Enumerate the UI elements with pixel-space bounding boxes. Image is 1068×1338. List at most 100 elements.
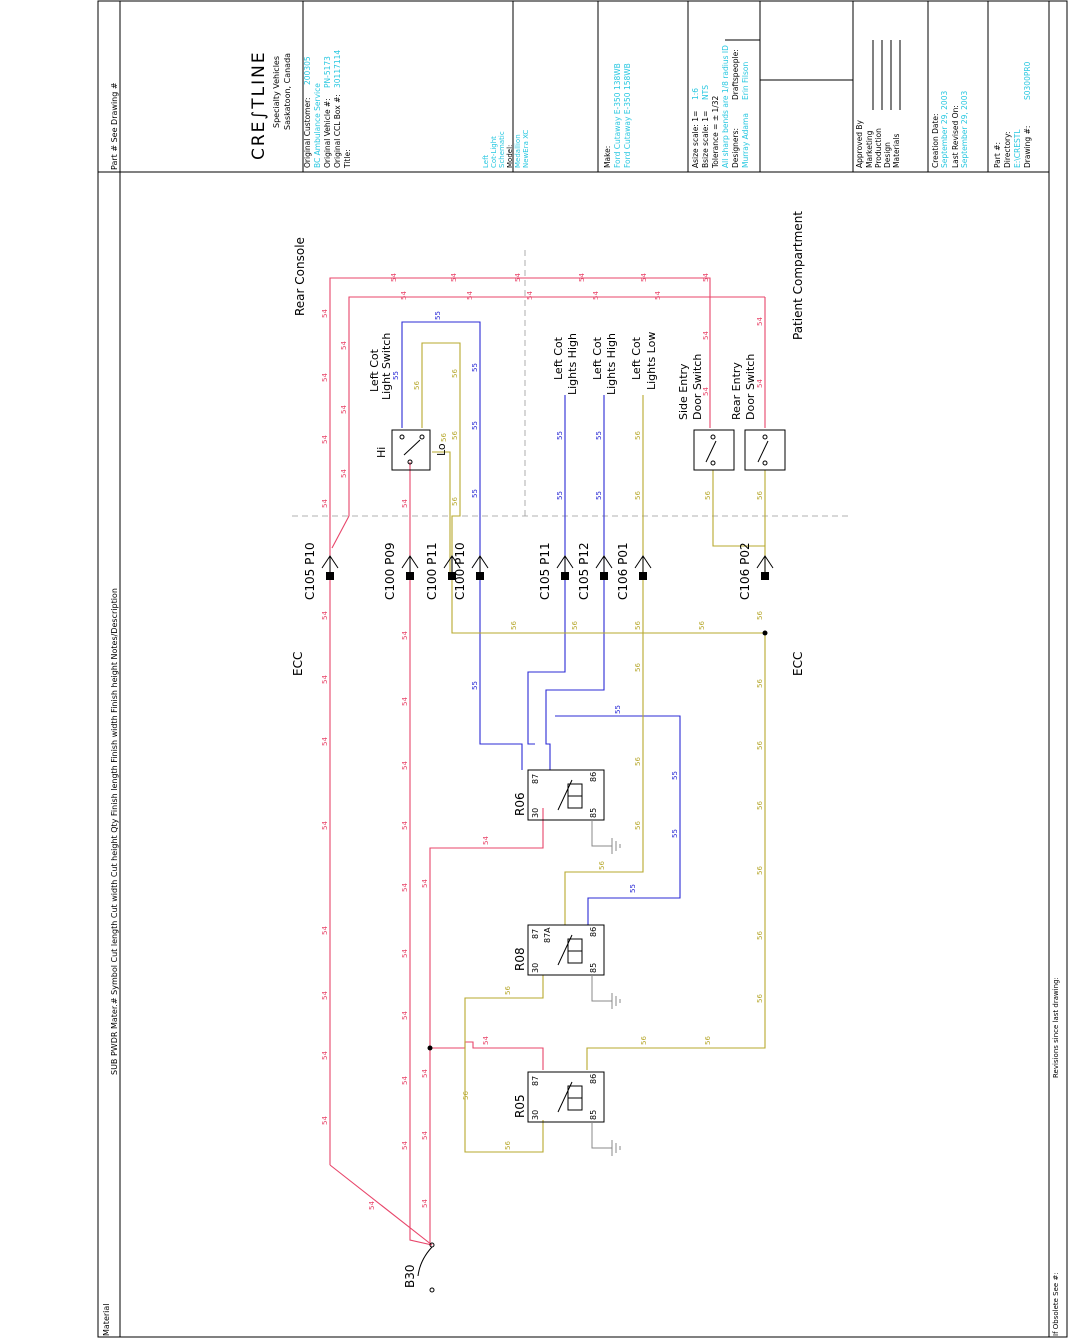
connector: C106 P02 <box>738 542 774 600</box>
switch-hi-label: Hi <box>375 447 388 458</box>
wire-number: 55 <box>471 681 479 690</box>
draftspeople-value: Erin Filson <box>741 62 750 100</box>
wire-number: 54 <box>340 469 348 478</box>
relay-pin-label: 86 <box>589 927 598 937</box>
creation-date-value: September 29, 2003 <box>940 91 949 168</box>
wire-number: 54 <box>321 373 329 382</box>
make-label: Make: <box>603 146 612 168</box>
wire-number: 56 <box>756 679 764 688</box>
wire-number: 55 <box>595 491 603 500</box>
wire-number: 54 <box>450 273 458 282</box>
wire-number: 54 <box>702 331 710 340</box>
wire-number: 54 <box>401 697 409 706</box>
wire-number: 56 <box>704 1036 712 1045</box>
connector: C100 P09 <box>383 542 419 600</box>
approver-name: Design <box>883 142 892 168</box>
side-entry-label-1: Side Entry <box>677 363 690 420</box>
wire-number: 55 <box>471 489 479 498</box>
relay-label: R08 <box>513 947 527 971</box>
rear-entry-label-1: Rear Entry <box>730 362 743 420</box>
patient-compartment-label: Patient Compartment <box>791 211 805 340</box>
asize-label: Asize scale: 1= <box>691 111 700 168</box>
original-ccl-label: Original CCL Box #: <box>333 94 342 168</box>
wire-number: 55 <box>471 363 479 372</box>
rear-console-label: Rear Console <box>293 237 307 316</box>
wire-number: 54 <box>321 991 329 1000</box>
breaker-b30: B30 <box>403 1242 435 1293</box>
bsize-label: Bsize scale: 1= <box>701 111 710 168</box>
wire-number: 54 <box>482 836 490 845</box>
connector-label: C106 P01 <box>616 542 630 600</box>
asize-value: 1:6 <box>691 88 700 100</box>
original-vehicle-value: PN-5173 <box>323 56 332 88</box>
wire-number: 54 <box>654 291 662 300</box>
sheet-frame <box>97 0 1068 1338</box>
customer-name: BC Ambulance Service <box>313 83 322 168</box>
wire-number: 54 <box>321 309 329 318</box>
cot-switch-label-1: Left Cot <box>368 348 381 392</box>
relay-pin-label: 87 <box>531 929 540 939</box>
connector: C100 P11 <box>425 542 461 600</box>
side-entry-label-2: Door Switch <box>691 354 704 420</box>
tolerance: Tolerance = ± 1/32 <box>711 95 720 169</box>
wire-number: 56 <box>634 431 642 440</box>
original-customer-label: Original Customer: <box>303 97 312 168</box>
wire-number: 54 <box>756 379 764 388</box>
wire-number: 54 <box>482 1036 490 1045</box>
side-entry-door-switch: Side Entry Door Switch <box>677 354 735 471</box>
original-vehicle-label: Original Vehicle #: <box>323 98 332 168</box>
wire-number: 56 <box>756 801 764 810</box>
title-value-2: Cot-Light <box>490 136 498 168</box>
wire-number: 54 <box>321 821 329 830</box>
wire-number: 54 <box>401 631 409 640</box>
relay-pin-label: 87 <box>531 1076 540 1086</box>
cot-light-label: Left Cot <box>591 336 604 380</box>
drawing-value: S0300PR0 <box>1023 61 1032 100</box>
relay-pin-label: 30 <box>531 963 540 973</box>
wire-number: 56 <box>756 994 764 1003</box>
wire-number: 54 <box>321 435 329 444</box>
wire-number: 54 <box>321 926 329 935</box>
approver-name: Production <box>874 128 883 168</box>
company-line1: Specialty Vehicles <box>272 56 281 128</box>
breaker-label: B30 <box>403 1264 417 1288</box>
make-value-1: Ford Cutaway E-350 138WB <box>613 63 622 168</box>
approved-by: Approved By <box>855 119 864 168</box>
wire-number: 54 <box>401 499 409 508</box>
wire-number: 54 <box>401 883 409 892</box>
wire-number: 54 <box>321 499 329 508</box>
ecc-right-label: ECC <box>791 652 805 676</box>
make-value-2: Ford Cutaway E-350 158WB <box>623 63 632 168</box>
wire-number: 54 <box>401 1011 409 1020</box>
material-label: Material <box>102 1304 111 1337</box>
wire-number: 56 <box>462 1091 470 1100</box>
cot-light-label: Left Cot <box>552 336 565 380</box>
wire-number: 54 <box>702 273 710 282</box>
original-ccl-value: 30117114 <box>333 50 342 88</box>
wire-number: 55 <box>629 884 637 893</box>
wire-number: 56 <box>440 433 448 442</box>
cot-switch-label-2: Light Switch <box>380 333 393 400</box>
wire-number-labels: 54 54 54 54 54 54 54 54 54 54 54 54 54 54 54 54 54 54 54 54… <box>321 273 764 1210</box>
bom-right-header: Part # See Drawing # <box>110 82 119 170</box>
junction-dot <box>762 630 768 636</box>
wire-number: 56 <box>756 741 764 750</box>
wire-number: 54 <box>340 405 348 414</box>
wire-number: 55 <box>671 829 679 838</box>
wire-number: 54 <box>592 291 600 300</box>
wire-number: 55 <box>671 771 679 780</box>
wire-number: 55 <box>595 431 603 440</box>
ecc-left-label: ECC <box>291 652 305 676</box>
model-value-1: Medallion <box>514 134 522 168</box>
wire-number: 54 <box>401 1141 409 1150</box>
model-label: Model: <box>506 145 514 168</box>
connector: C106 P01 <box>616 542 652 600</box>
wire-number: 56 <box>698 621 706 630</box>
wire-number: 56 <box>704 491 712 500</box>
wire-number: 56 <box>634 757 642 766</box>
draftspeople-label: Draftspeople: <box>731 49 740 100</box>
revisions-label: Revisions since last drawing: <box>1052 977 1060 1078</box>
wire-number: 56 <box>634 491 642 500</box>
wire-number: 54 <box>421 1131 429 1140</box>
relay-pin-label: 86 <box>589 1074 598 1084</box>
